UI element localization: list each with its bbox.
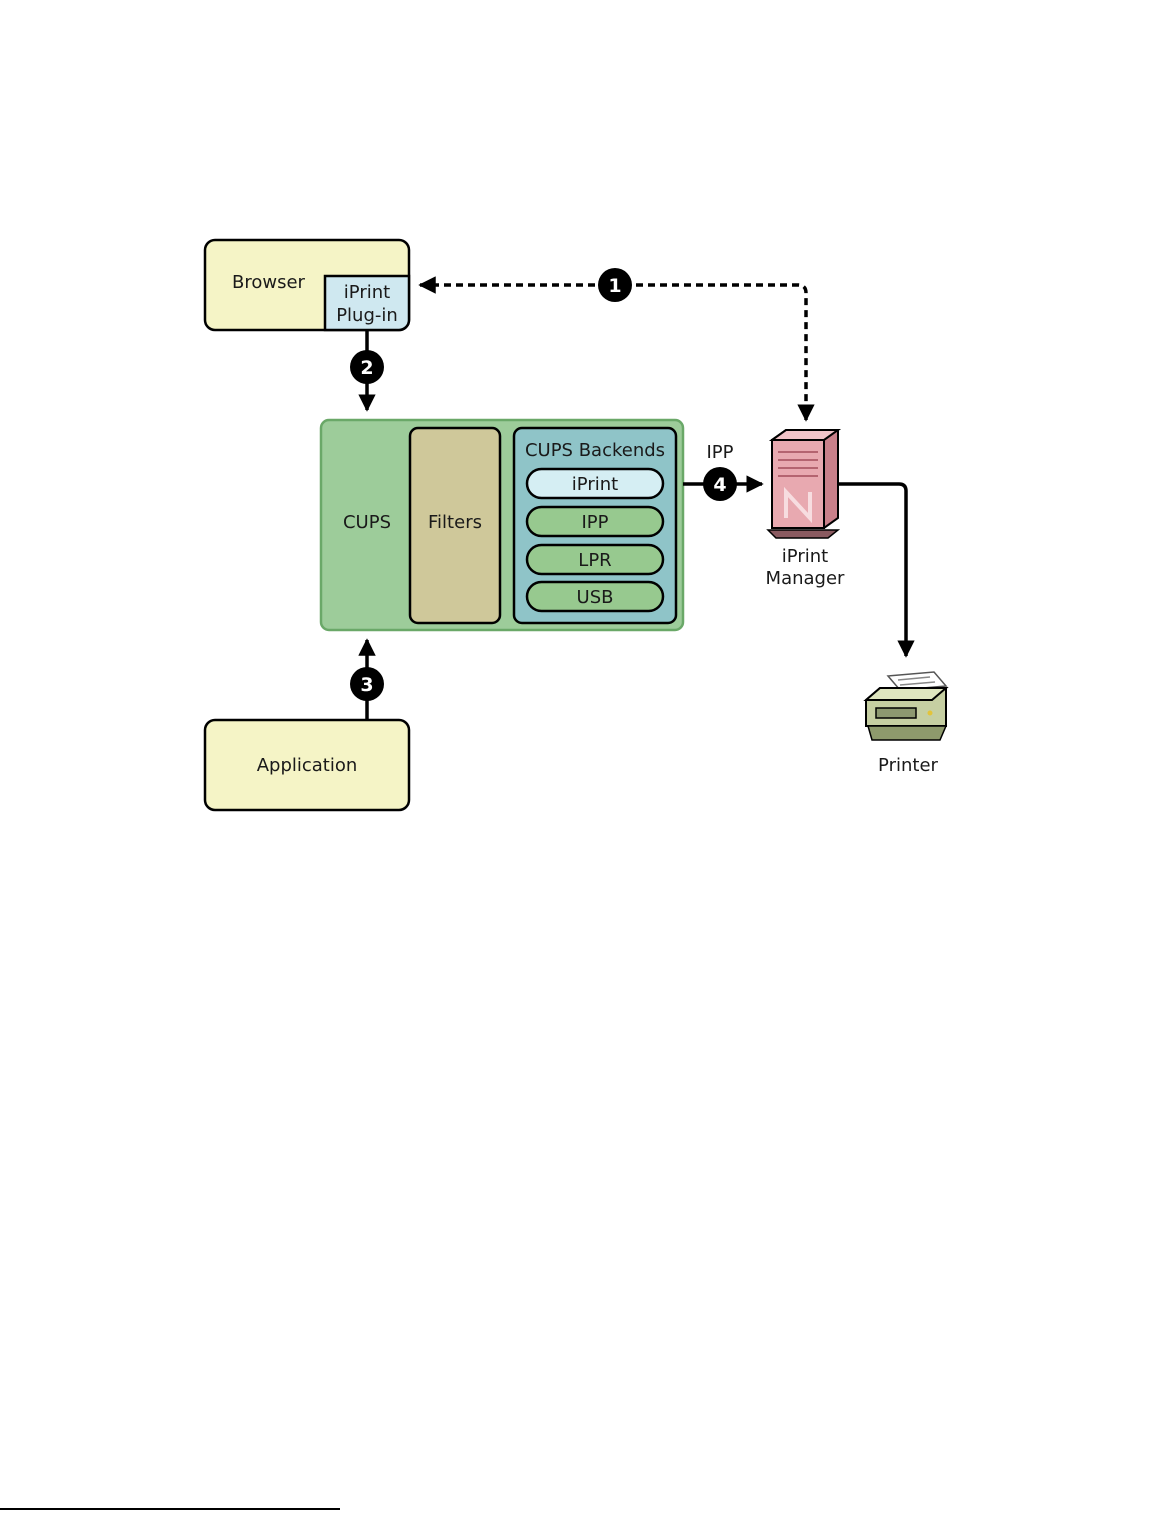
step-3-number: 3 — [360, 674, 373, 696]
step-2-number: 2 — [360, 357, 373, 379]
application-label: Application — [257, 755, 358, 776]
printer-label: Printer — [878, 755, 938, 776]
connector-step-3: 3 — [350, 640, 384, 720]
cups-backends-node: CUPS Backends iPrint IPP LPR USB — [514, 428, 676, 623]
backend-usb-label: USB — [577, 587, 614, 608]
step-1-number: 1 — [608, 275, 621, 297]
ipp-protocol-label: IPP — [706, 442, 733, 463]
connector-step-2: 2 — [350, 330, 384, 410]
footer-rule — [0, 1508, 340, 1510]
filters-label: Filters — [428, 512, 482, 533]
backends-title: CUPS Backends — [525, 440, 665, 461]
plugin-label-line1: iPrint — [344, 282, 390, 303]
plugin-label-line2: Plug-in — [336, 305, 398, 326]
backend-ipp-label: IPP — [581, 512, 608, 533]
manager-label-line1: iPrint — [782, 546, 828, 567]
connector-step-1: 1 — [420, 268, 806, 420]
connector-manager-printer — [838, 484, 906, 656]
connector-step-4: 4 IPP — [683, 442, 762, 501]
filters-node: Filters — [410, 428, 500, 623]
application-node: Application — [205, 720, 409, 810]
backend-lpr-label: LPR — [578, 550, 611, 571]
browser-label: Browser — [232, 272, 306, 293]
iprint-manager-node: iPrint Manager — [766, 546, 845, 589]
manager-label-line2: Manager — [766, 568, 845, 589]
step-4-number: 4 — [713, 474, 726, 496]
server-icon — [768, 430, 838, 538]
cups-label: CUPS — [343, 512, 391, 533]
backend-iprint-label: iPrint — [572, 474, 618, 495]
iprint-plugin-node: iPrint Plug-in — [325, 276, 409, 330]
printer-icon — [866, 672, 946, 740]
